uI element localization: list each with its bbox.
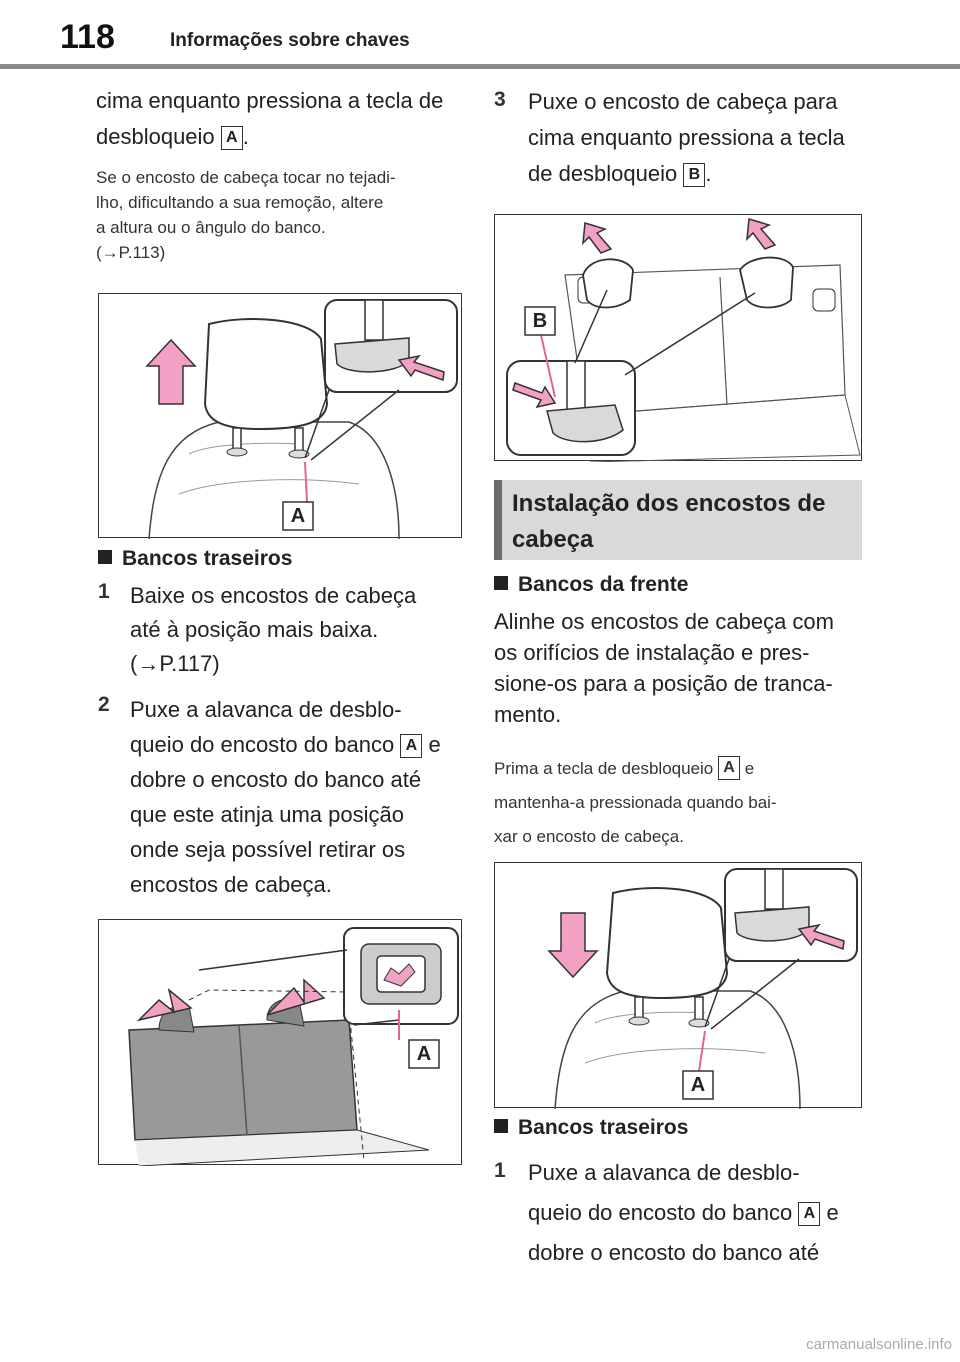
lever-arrow-icon: [383, 963, 416, 987]
note-line: xar o encosto de cabeça.: [494, 827, 684, 846]
step-line: queio do encosto do banco A e: [130, 727, 441, 762]
callout-label: A: [690, 1074, 706, 1096]
down-arrow-icon: [547, 912, 599, 979]
step-line: Baixe os encostos de cabeça: [130, 583, 417, 608]
note-block: Se o encosto de cabeça tocar no tejadi- …: [96, 165, 466, 265]
body-line: sione-os para a posição de tranca-: [494, 671, 833, 696]
step-line-part: queio do encosto do banco: [528, 1200, 793, 1225]
section-subheading: Bancos da frente: [494, 573, 688, 597]
bullet-square-icon: [494, 576, 508, 590]
figure-front-headrest-removal: A: [98, 293, 462, 539]
step-line: até à posição mais baixa.: [130, 617, 379, 642]
note-line: a altura ou o ângulo do banco.: [96, 218, 326, 237]
fold-arrow-icon: [136, 988, 193, 1022]
section-subheading: Bancos traseiros: [98, 547, 292, 571]
note-line: Se o encosto de cabeça tocar no tejadi-: [96, 168, 396, 187]
page-header: 118 Informações sobre chaves: [0, 0, 960, 70]
section-banner: Instalação dos encostos de cabeça: [494, 480, 862, 560]
page-number: 118: [60, 18, 115, 56]
header-title: Informações sobre chaves: [170, 30, 410, 51]
step-2-text: Puxe a alavanca de desblo- queio do enco…: [130, 692, 441, 902]
step-number: 1: [494, 1159, 506, 1182]
step-line-part: e: [428, 732, 441, 757]
intro-line-1: cima enquanto pressiona a tecla de: [96, 88, 444, 113]
step-line-part: e: [826, 1200, 839, 1225]
step-line: dobre o encosto do banco até: [528, 1240, 820, 1265]
note-block: Prima a tecla de desbloqueio A e mantenh…: [494, 752, 777, 854]
callout-label: A: [416, 1043, 432, 1065]
rear-headrest-illustration: [506, 218, 861, 462]
key-label-a: A: [798, 1202, 821, 1226]
step-number: 1: [98, 580, 110, 603]
step-line: encostos de cabeça.: [130, 872, 332, 897]
subheading-text: Bancos traseiros: [518, 1116, 689, 1139]
intro-line-2-text: desbloqueio: [96, 124, 215, 149]
step-number: 3: [494, 88, 506, 111]
step-line: Puxe o encosto de cabeça para: [528, 89, 838, 114]
headrest-illustration: [145, 299, 458, 539]
subheading-text: Bancos da frente: [518, 573, 689, 596]
step-line: onde seja possível retirar os: [130, 837, 406, 862]
bullet-square-icon: [494, 1119, 508, 1133]
push-arrow-icon: [512, 382, 557, 409]
key-label-b: B: [683, 163, 706, 187]
step-line-part: de desbloqueio: [528, 161, 678, 186]
callout-label: B: [532, 310, 548, 332]
rear-step-1-text: Puxe a alavanca de desblo- queio do enco…: [528, 1153, 839, 1273]
figure-front-headrest-install: A: [494, 862, 862, 1109]
up-arrow-icon: [746, 218, 777, 250]
intro-line-2: desbloqueio A.: [96, 120, 249, 154]
note-line: (→P.113): [96, 243, 166, 262]
front-instructions: Alinhe os encostos de cabeça com os orif…: [494, 606, 834, 730]
up-arrow-icon: [145, 338, 197, 405]
header-rule: [0, 64, 960, 69]
bullet-square-icon: [98, 550, 112, 564]
note-line: lho, dificultando a sua remoção, altere: [96, 193, 384, 212]
rear-seat-illustration: [128, 927, 459, 1166]
step-period: .: [705, 161, 712, 186]
step-line-part: queio do encosto do banco: [130, 732, 395, 757]
step-3-text: Puxe o encosto de cabeça para cima enqua…: [528, 84, 845, 192]
key-label-a: A: [717, 756, 740, 780]
step-line: dobre o encosto do banco até: [130, 767, 422, 792]
push-arrow-icon: [397, 354, 445, 382]
body-line: Alinhe os encostos de cabeça com: [494, 609, 834, 634]
subheading-text: Bancos traseiros: [122, 547, 293, 570]
note-line: mantenha-a pressionada quando bai-: [494, 793, 777, 812]
figure-rear-headrest-removal: B: [494, 214, 862, 462]
up-arrow-icon: [582, 222, 613, 254]
step-line: que este atinja uma posição: [130, 802, 404, 827]
push-arrow-icon: [797, 923, 845, 951]
step-number: 2: [98, 693, 110, 716]
body-line: mento.: [494, 702, 562, 727]
banner-bar: [494, 480, 502, 560]
headrest-install-illustration: [547, 868, 858, 1109]
step-line: queio do encosto do banco A e: [528, 1193, 839, 1233]
intro-period: .: [242, 124, 249, 149]
section-subheading: Bancos traseiros: [494, 1116, 688, 1140]
key-label-a: A: [400, 734, 423, 758]
body-line: os orifícios de instalação e pres-: [494, 640, 810, 665]
note-line-part: Prima a tecla de desbloqueio: [494, 759, 714, 778]
step-line: Puxe a alavanca de desblo-: [528, 1160, 800, 1185]
step-1-text: Baixe os encostos de cabeça até à posiçã…: [130, 579, 416, 681]
callout-label: A: [290, 505, 306, 527]
note-line: Prima a tecla de desbloqueio A e: [494, 752, 777, 786]
note-line-part: e: [744, 759, 755, 778]
figure-rear-seat-lever: A: [98, 919, 462, 1166]
step-line: cima enquanto pressiona a tecla: [528, 125, 845, 150]
step-line: (→P.117): [130, 651, 220, 676]
key-label-a: A: [220, 126, 243, 150]
step-line: de desbloqueio B.: [528, 156, 845, 192]
banner-title: Instalação dos encostos de cabeça: [512, 490, 826, 553]
step-line: Puxe a alavanca de desblo-: [130, 697, 402, 722]
footer-watermark: carmanualsonline.info: [806, 1336, 952, 1353]
